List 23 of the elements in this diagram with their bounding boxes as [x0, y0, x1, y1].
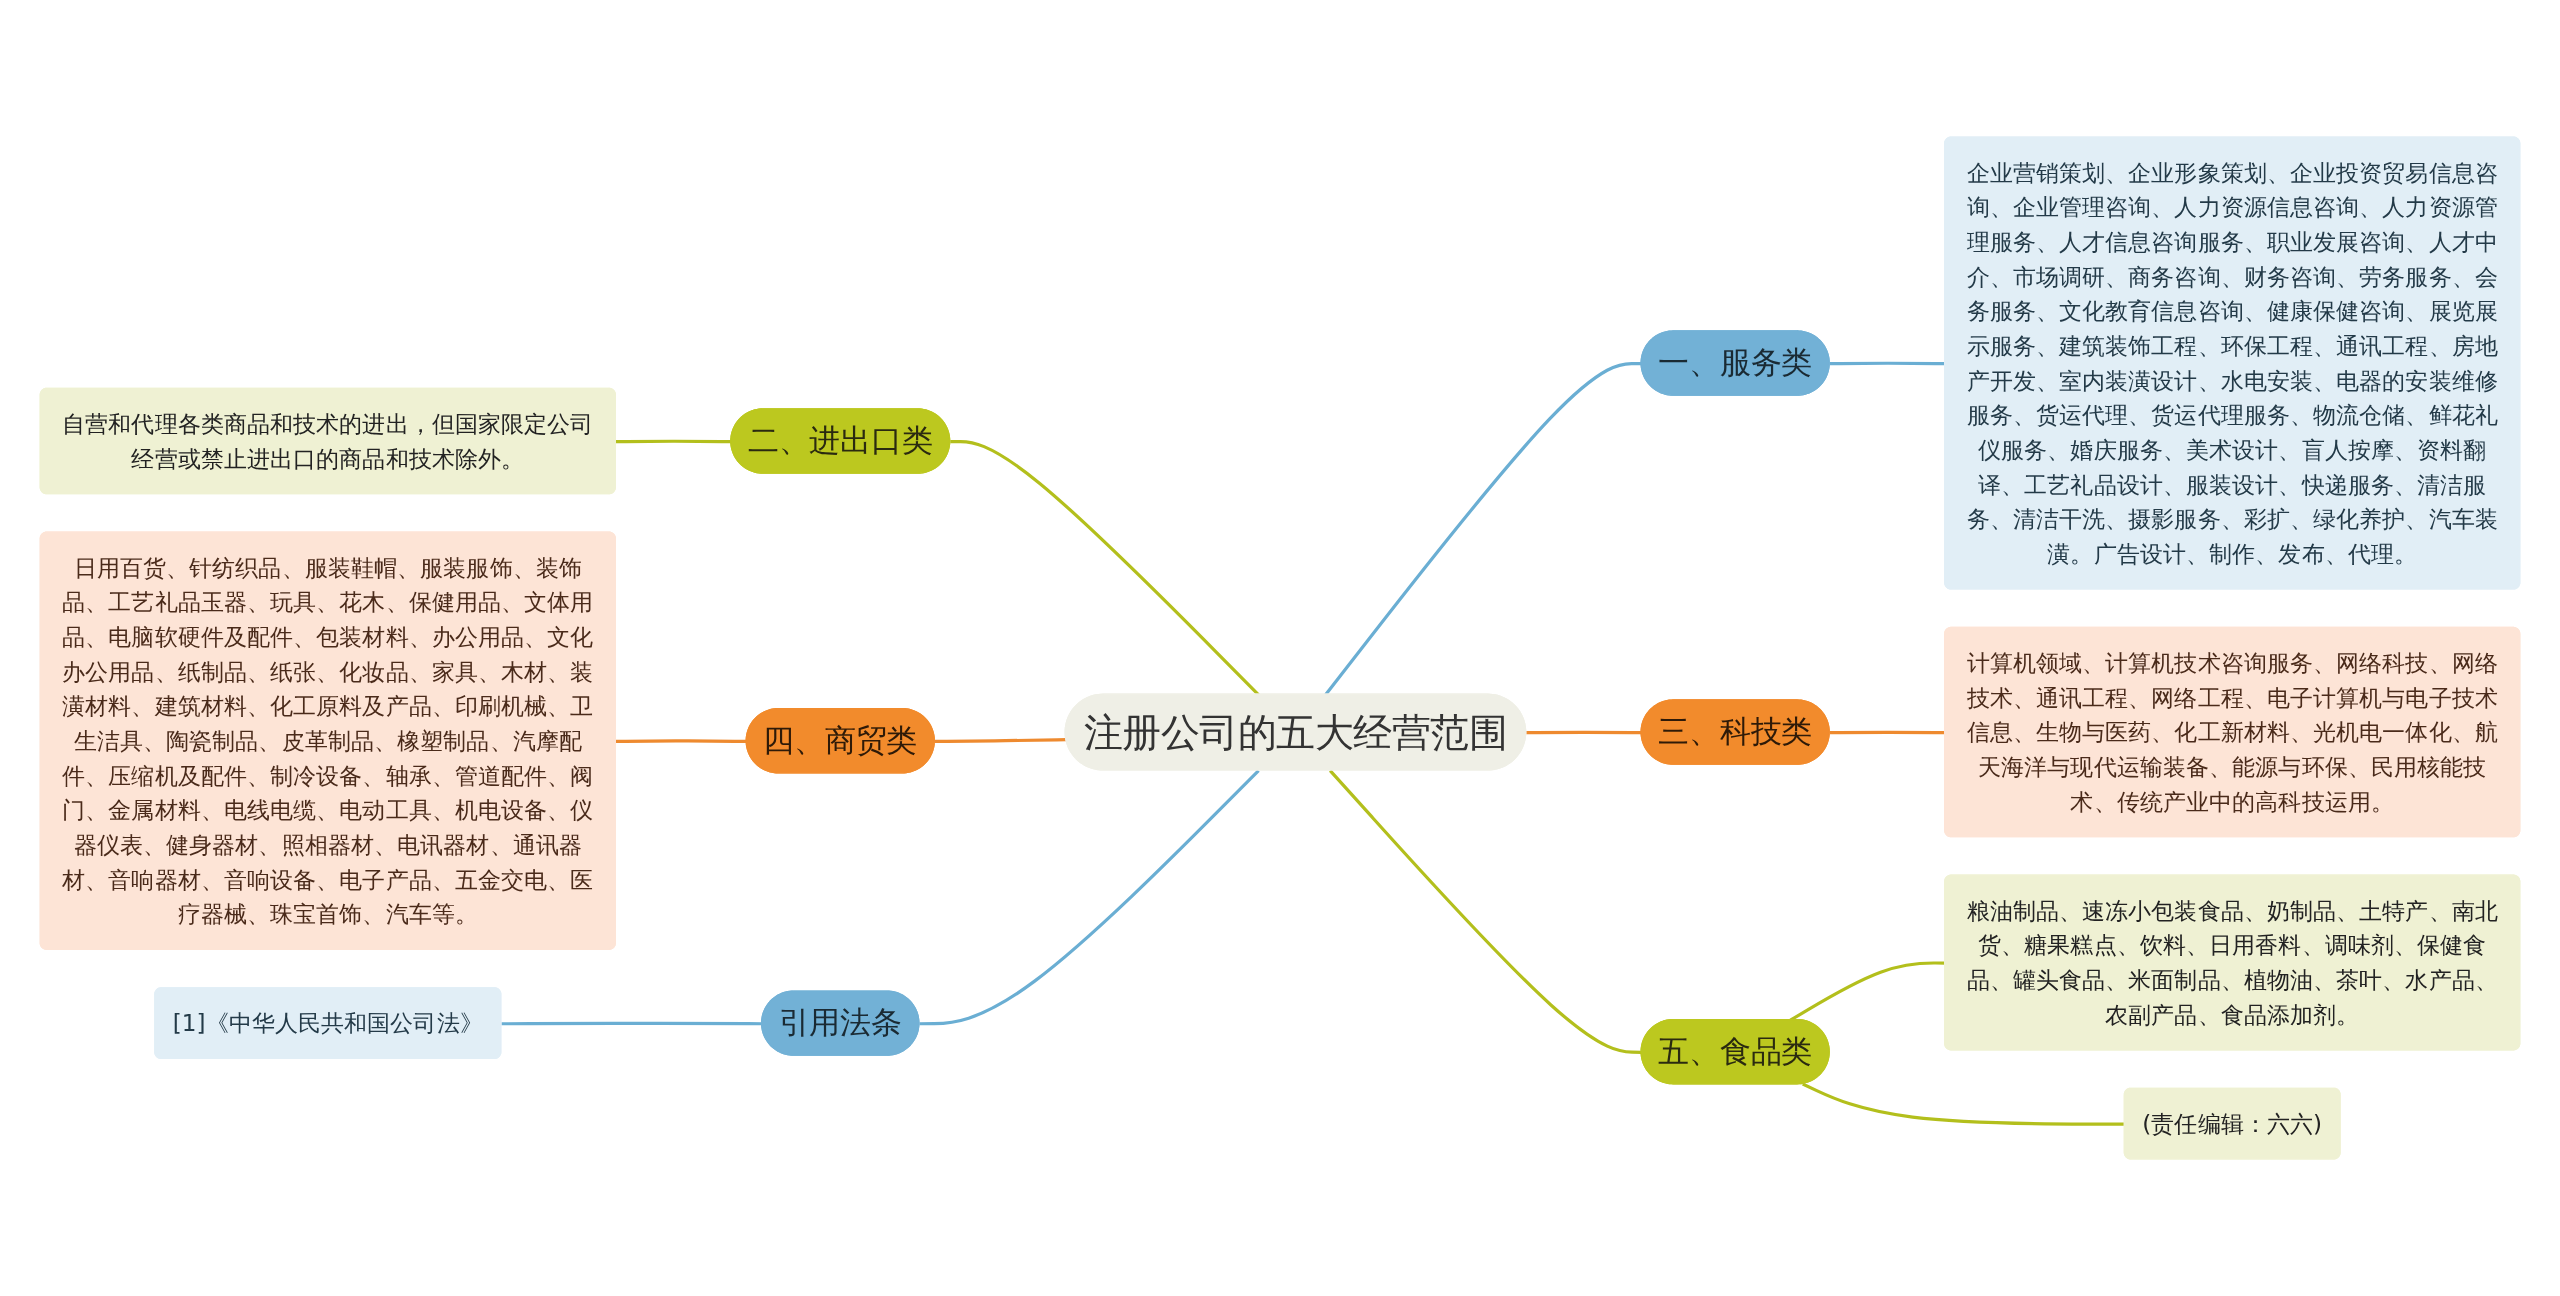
detail-note: 企业营销策划、企业形象策划、企业投资贸易信息咨询、企业管理咨询、人力资源信息咨询、人力资源管理服务、人才信息咨询服务、职业发展咨询、人才中介、市场调研、商务咨询、财务咨询、劳务服务、会务服务、文化教育信息咨询、健康保健咨询、展览展示服务、建筑装饰工程、环保工程、通讯工程、房地产开发、室内装潢设计、水电安装、电器的安装维修服务、货运代理、货运代理服务、物流仓储、鲜花礼仪服务、婚庆服务、美术设计、盲人按摩、资料翻译、工艺礼品设计、服装设计、快递服务、清洁服务、清洁干洗、摄影服务、彩扩、绿化养护、汽车装潢。广告设计、制作、发布、代理。: [1944, 136, 2521, 590]
detail-note: [1]《中华人民共和国公司法》: [154, 987, 502, 1060]
branch-topic: 五、食品类: [1640, 1018, 1830, 1085]
connector-line: [1324, 361, 1642, 696]
connector-line: [1328, 769, 1642, 1054]
connector-line: [950, 439, 1260, 696]
branch-topic: 三、科技类: [1640, 699, 1830, 765]
connector-line: [934, 738, 1067, 743]
connector-line: [919, 769, 1260, 1026]
central-topic: 注册公司的五大经营范围: [1064, 693, 1527, 771]
connector-line: [615, 739, 747, 743]
detail-note: 计算机领域、计算机技术咨询服务、网络科技、网络技术、通讯工程、网络工程、电子计算机与电子技术信息、生物与医药、化工新材料、光机电一体化、航天海洋与现代运输装备、能源与环保、民用核能技术、传统产业中的高科技运用。: [1944, 626, 2521, 838]
detail-note: 日用百货、针纺织品、服装鞋帽、服装服饰、装饰品、工艺礼品玉器、玩具、花木、保健用品、文体用品、电脑软硬件及配件、包装材料、办公用品、文化办公用品、纸制品、纸张、化妆品、家具、木材、装潢材料、建筑材料、化工原料及产品、印刷机械、卫生洁具、陶瓷制品、皮革制品、橡塑制品、汽摩配件、压缩机及配件、制冷设备、轴承、管道配件、阀门、金属材料、电线电缆、电动工具、机电设备、仪器仪表、健身器材、照相器材、电讯器材、通讯器材、音响器材、音响设备、电子产品、五金交电、医疗器械、珠宝首饰、汽车等。: [39, 531, 616, 950]
connector-line: [615, 439, 732, 444]
connector-line: [1526, 730, 1642, 735]
branch-topic: 引用法条: [761, 990, 920, 1056]
connector-line: [1802, 1082, 2125, 1126]
detail-note: 粮油制品、速冻小包装食品、奶制品、土特产、南北货、糖果糕点、饮料、日用香料、调味剂、保健食品、罐头食品、米面制品、植物油、茶叶、水产品、农副产品、食品添加剂。: [1944, 874, 2521, 1051]
detail-note: 自营和代理各类商品和技术的进出，但国家限定公司经营或禁止进出口的商品和技术除外。: [39, 387, 616, 495]
branch-topic: 四、商贸类: [745, 708, 935, 774]
detail-note: (责任编辑：六六): [2123, 1087, 2341, 1160]
branch-topic: 二、进出口类: [730, 408, 951, 474]
branch-topic: 一、服务类: [1640, 330, 1830, 396]
